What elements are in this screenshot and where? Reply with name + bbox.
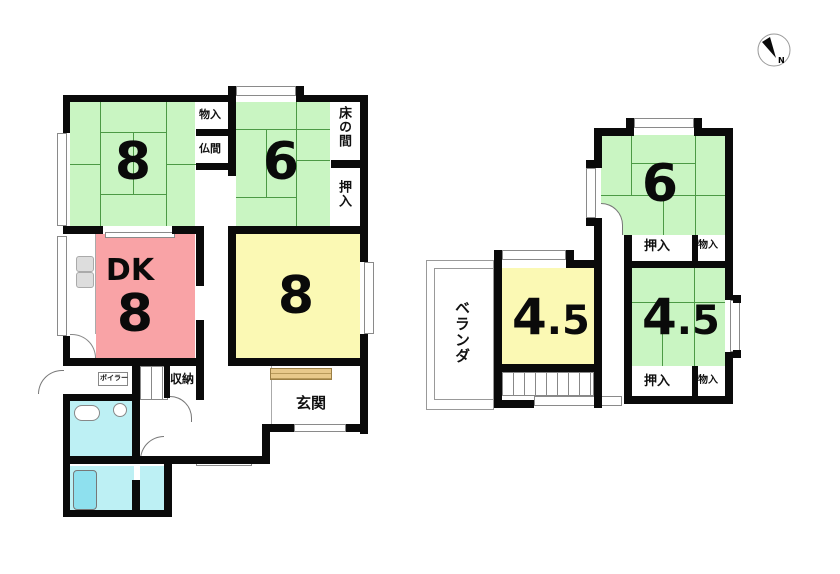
window — [105, 232, 175, 238]
closet-oshiire-2f-lower — [632, 370, 692, 396]
room-size-washitsu-6-2f: 6 — [641, 154, 679, 214]
washbasin-icon — [113, 403, 127, 417]
veranda — [426, 260, 494, 410]
label-veranda: ベランダ — [453, 300, 471, 364]
room-label-dk: DK — [105, 253, 155, 288]
toilet-icon — [74, 405, 100, 421]
room-size-washitsu-6: 6 — [262, 132, 300, 192]
stairs-2f — [502, 372, 594, 396]
room-yoshitsu-8 — [236, 234, 360, 358]
sink-icon — [76, 256, 94, 272]
label-butsuma: 仏間 — [199, 142, 221, 155]
label-oshiire-1f: 押入 — [336, 180, 351, 208]
closet-oshiire-2f-upper — [632, 235, 692, 261]
room-butsuma — [196, 136, 228, 163]
bathtub-icon — [73, 470, 97, 510]
room-washitsu-6 — [236, 102, 330, 226]
label-monoire-2f-lower: 物入 — [698, 375, 718, 386]
door-swing-dk — [70, 334, 96, 358]
closet-monoire-1f — [196, 102, 228, 130]
window — [236, 86, 296, 96]
compass: N — [756, 32, 792, 68]
label-monoire-2f-upper: 物入 — [698, 240, 718, 251]
room-size-washitsu-4-5: 4.5 — [642, 288, 720, 346]
room-washitsu-8 — [70, 102, 196, 226]
closet-shuno — [168, 366, 196, 396]
label-oshiire-2f-lower: 押入 — [644, 374, 671, 389]
room-washroom — [98, 466, 134, 510]
window — [364, 262, 374, 334]
label-oshiire-2f-upper: 押入 — [644, 239, 671, 254]
room-yoshitsu-4-5 — [502, 268, 594, 364]
tokonoma — [331, 102, 360, 160]
closet-monoire-2f-lower — [698, 370, 725, 396]
room-washitsu-4-5 — [632, 268, 725, 366]
label-tokonoma: 床の間 — [336, 106, 351, 148]
room-size-washitsu-8: 8 — [114, 132, 152, 192]
window — [294, 424, 346, 432]
door-swing-entry — [38, 370, 64, 394]
entry-step — [270, 368, 332, 380]
closet-monoire-2f-upper — [698, 235, 725, 261]
door-swing-shuno — [170, 396, 192, 422]
label-monoire-1f: 物入 — [199, 108, 221, 121]
veranda-inner — [434, 268, 494, 400]
window — [634, 118, 694, 128]
stairs-1f — [140, 366, 168, 400]
label-shuno: 収納 — [170, 372, 195, 386]
compass-north-icon — [757, 33, 791, 67]
window — [57, 236, 67, 336]
window — [586, 168, 596, 218]
stove-icon — [76, 272, 94, 288]
room-dk — [96, 234, 195, 358]
window — [502, 250, 566, 260]
window — [57, 133, 67, 226]
boiler — [98, 372, 128, 386]
room-size-dk: 8 — [116, 284, 154, 344]
room-laundry — [140, 466, 168, 510]
window — [730, 300, 740, 352]
compass-label: N — [778, 56, 785, 65]
room-size-yoshitsu-8: 8 — [277, 266, 315, 326]
closet-oshiire-1f — [331, 168, 360, 226]
label-genkan: 玄関 — [296, 394, 327, 412]
window — [534, 396, 596, 406]
room-size-yoshitsu-4-5: 4.5 — [512, 288, 590, 346]
label-boiler: ボイラー — [100, 374, 128, 382]
